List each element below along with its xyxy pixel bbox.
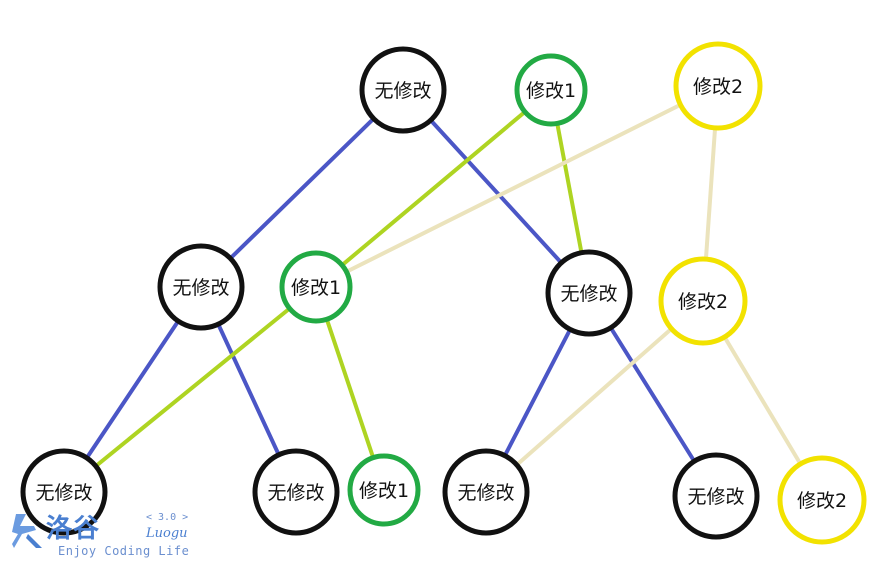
node-label: 无修改 — [172, 277, 229, 299]
node-label: 无修改 — [267, 482, 324, 504]
node-root-v2: 修改2 — [673, 41, 763, 131]
node-circle — [442, 448, 530, 536]
node-circle — [777, 455, 867, 545]
node-rl-none: 无修改 — [442, 448, 530, 536]
node-circle — [672, 452, 760, 540]
node-label: 修改2 — [797, 490, 847, 512]
node-label: 无修改 — [687, 486, 744, 508]
watermark-title: 洛谷 — [46, 514, 101, 544]
edge-root_none-to-l_none — [199, 88, 405, 289]
watermark-brand: Luogu — [146, 526, 188, 541]
edge-root_v1-to-l_v1 — [314, 88, 553, 289]
node-label: 无修改 — [560, 283, 617, 305]
node-circle — [514, 53, 588, 127]
node-label: 修改2 — [678, 291, 728, 313]
node-circle — [279, 250, 353, 324]
node-r-v2: 修改2 — [658, 256, 748, 346]
edge-r_v2-to-rl_none — [484, 299, 705, 494]
node-rr-v2: 修改2 — [777, 455, 867, 545]
node-root-v1: 修改1 — [514, 53, 588, 127]
watermark-slogan: Enjoy Coding Life — [58, 544, 190, 558]
node-label: 无修改 — [374, 80, 431, 102]
node-rr-none: 无修改 — [672, 452, 760, 540]
node-root-none: 无修改 — [359, 46, 447, 134]
edge-root_v2-to-l_v1 — [314, 84, 720, 289]
node-label: 无修改 — [35, 482, 92, 504]
node-circle — [658, 256, 748, 346]
node-circle — [359, 46, 447, 134]
node-label: 无修改 — [457, 482, 514, 504]
node-r-none: 无修改 — [545, 249, 633, 337]
node-circle — [673, 41, 763, 131]
node-circle — [252, 448, 340, 536]
node-l-v1: 修改1 — [279, 250, 353, 324]
node-circle — [347, 453, 421, 527]
watermark-version: < 3.0 > — [146, 512, 189, 523]
luogu-watermark: 洛谷 < 3.0 > Luogu Enjoy Coding Life — [10, 508, 210, 568]
node-lr-v1: 修改1 — [347, 453, 421, 527]
node-label: 修改1 — [526, 80, 576, 102]
node-l-none: 无修改 — [157, 243, 245, 331]
node-lr-none: 无修改 — [252, 448, 340, 536]
node-ll-none: 无修改 — [20, 448, 108, 536]
node-circle — [157, 243, 245, 331]
node-label: 修改1 — [359, 480, 409, 502]
node-circle — [545, 249, 633, 337]
edge-l_v1-to-ll_none — [62, 285, 318, 494]
luogu-logo-icon — [12, 514, 42, 548]
node-label: 修改2 — [693, 76, 743, 98]
node-label: 修改1 — [291, 277, 341, 299]
edge-root_none-to-r_none — [401, 88, 591, 295]
node-circle — [20, 448, 108, 536]
